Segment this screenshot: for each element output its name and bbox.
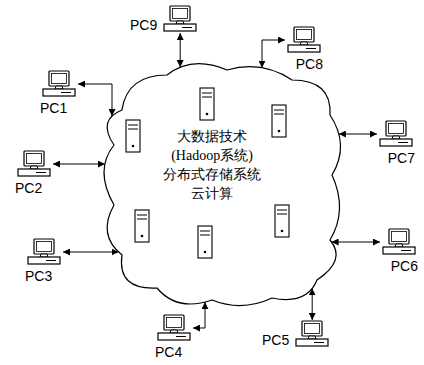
pc-label: PC7 bbox=[388, 150, 415, 166]
pc-label: PC8 bbox=[296, 56, 323, 72]
cloud-path bbox=[104, 64, 341, 306]
pc-icon bbox=[285, 26, 323, 54]
server-tower bbox=[198, 226, 212, 258]
server-tower bbox=[200, 88, 214, 120]
connector-arrow bbox=[63, 252, 119, 253]
pc-icon-shape bbox=[288, 27, 320, 52]
server-tower bbox=[272, 105, 286, 137]
connector-arrow bbox=[312, 288, 313, 320]
pc-node: PC1 bbox=[40, 70, 78, 116]
pc-icon bbox=[161, 5, 199, 33]
pc-node: PC8 bbox=[285, 26, 323, 72]
pc-icon bbox=[40, 70, 78, 98]
pc-label: PC4 bbox=[155, 344, 182, 360]
cloud-text: 大数据技术 (Hadoop系统) 分布式存储系统 云计算 bbox=[159, 127, 265, 203]
connector-arrow bbox=[339, 134, 377, 135]
pc-icon-shape bbox=[383, 229, 415, 254]
pc-icon-shape bbox=[43, 71, 75, 96]
pc-icon bbox=[155, 314, 193, 342]
pc-node: PC6 bbox=[380, 228, 418, 274]
pc-icon-shape bbox=[18, 151, 50, 176]
cloud-node: 大数据技术 (Hadoop系统) 分布式存储系统 云计算 bbox=[92, 40, 352, 312]
pc-icon bbox=[25, 238, 63, 266]
pc-icon bbox=[380, 228, 418, 256]
pc-node: PC2 bbox=[15, 150, 53, 196]
pc-icon-shape bbox=[296, 321, 328, 346]
pc-label: PC9 bbox=[130, 17, 157, 33]
pc-label: PC2 bbox=[15, 180, 42, 196]
server-tower bbox=[135, 210, 149, 242]
pc-node: PC3 bbox=[25, 238, 63, 284]
connector-arrow bbox=[193, 302, 205, 328]
pc-icon bbox=[15, 150, 53, 178]
pc-label: PC5 bbox=[262, 332, 289, 348]
pc-label: PC1 bbox=[40, 100, 67, 116]
pc-icon-shape bbox=[28, 239, 60, 264]
pc-node: PC7 bbox=[377, 120, 415, 166]
server-tower bbox=[275, 205, 289, 237]
connector-arrow bbox=[78, 84, 112, 116]
pc-icon-shape bbox=[164, 6, 196, 31]
server-tower bbox=[126, 120, 140, 152]
pc-node: PC5 bbox=[262, 320, 331, 348]
connector-arrow bbox=[180, 33, 181, 67]
pc-node: PC9 bbox=[130, 5, 199, 33]
pc-icon bbox=[377, 120, 415, 148]
pc-node: PC4 bbox=[155, 314, 193, 360]
connector-arrow bbox=[332, 242, 380, 243]
pc-label: PC6 bbox=[391, 258, 418, 274]
connector-arrow bbox=[53, 164, 105, 165]
pc-icon bbox=[293, 320, 331, 348]
pc-icon-shape bbox=[380, 121, 412, 146]
pc-label: PC3 bbox=[25, 268, 52, 284]
pc-icon-shape bbox=[158, 315, 190, 340]
connector-arrow bbox=[262, 40, 285, 68]
